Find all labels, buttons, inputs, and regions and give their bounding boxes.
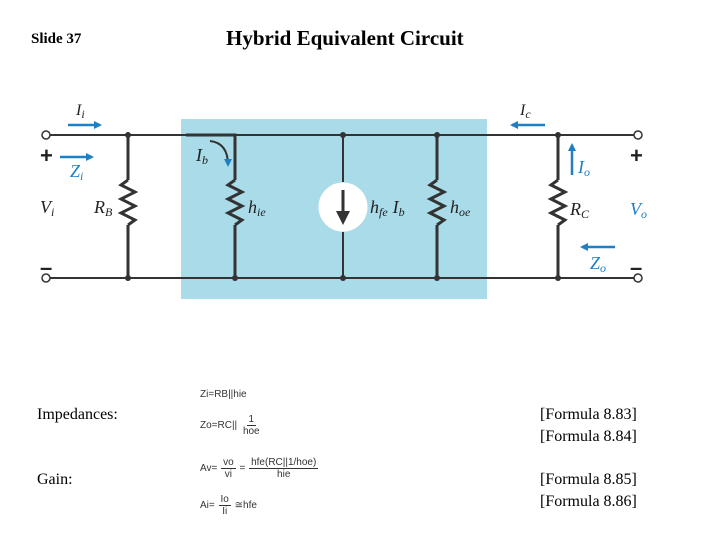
ib-label: Ib: [195, 145, 208, 167]
zi-label: Zi: [70, 161, 83, 183]
output-top-terminal: [633, 130, 643, 140]
rb-resistor: [117, 135, 139, 278]
ii-label: Ii: [75, 102, 85, 121]
input-top-terminal: [41, 130, 51, 140]
slide-title: Hybrid Equivalent Circuit: [226, 26, 464, 50]
vi-label: Vi: [40, 197, 54, 219]
formula-ref-8-83: [Formula 8.83]: [540, 406, 637, 423]
formula-ref-8-85: [Formula 8.85]: [540, 471, 637, 488]
slide-number: Slide 37: [31, 31, 82, 47]
output-bottom-terminal: [633, 273, 643, 283]
rc-label: RC: [569, 199, 590, 221]
formula-ref-8-84: [Formula 8.84]: [540, 428, 637, 445]
ib-arrow: [209, 140, 232, 167]
hoe-label: hoe: [450, 197, 471, 219]
zi-formula: Zi=RB||hie: [200, 389, 247, 400]
io-label: Io: [577, 157, 590, 179]
output-minus-sign: –: [630, 255, 642, 280]
input-minus-sign: –: [40, 255, 52, 280]
gain-label: Gain:: [37, 471, 73, 488]
rb-label: RB: [93, 197, 113, 219]
output-plus-sign: +: [630, 143, 643, 168]
formula-ref-8-86: [Formula 8.86]: [540, 493, 637, 510]
current-source: [318, 135, 368, 278]
input-bottom-terminal: [41, 273, 51, 283]
hie-resistor: [186, 133, 246, 278]
hie-label: hie: [248, 197, 266, 219]
input-plus-sign: +: [40, 143, 53, 168]
zo-label: Zo: [590, 253, 606, 275]
impedances-label: Impedances:: [37, 406, 118, 423]
vo-label: Vo: [630, 199, 647, 221]
rc-resistor: [547, 135, 569, 278]
ic-label: Ic: [519, 102, 531, 121]
hoe-resistor: [426, 135, 448, 278]
